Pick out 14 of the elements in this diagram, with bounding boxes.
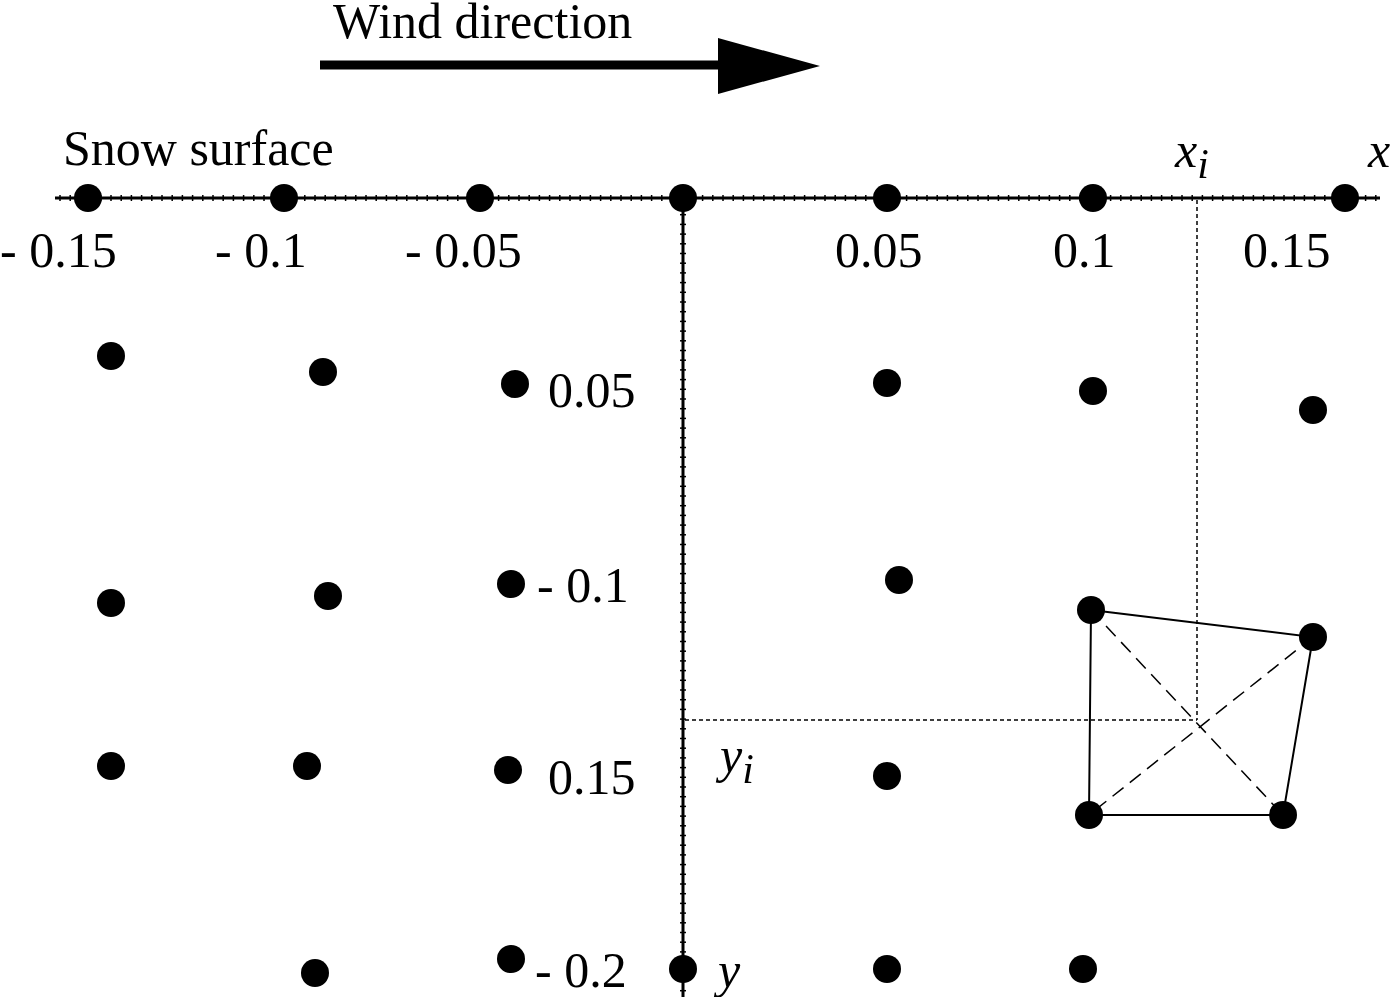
annotation-text: Wind direction [333, 0, 633, 46]
axis-title: Snow surface [63, 123, 334, 173]
tick-label: 0.15 [1243, 225, 1331, 275]
tick-label: 0.1 [1053, 225, 1116, 275]
axis-label: x$_{i}$ [1175, 125, 1209, 186]
axis-label: x [1368, 125, 1391, 175]
tick-label: - 0.1 [537, 560, 629, 610]
tick-label: - 0.1 [215, 225, 307, 275]
tick-label: 0.05 [835, 225, 923, 275]
tick-label: 0.15 [548, 752, 636, 802]
tick-label: 0.05 [548, 365, 636, 415]
tick-label: - 0.2 [535, 945, 627, 995]
tick-label: - 0.05 [405, 225, 522, 275]
tick-label: - 0.15 [0, 225, 117, 275]
